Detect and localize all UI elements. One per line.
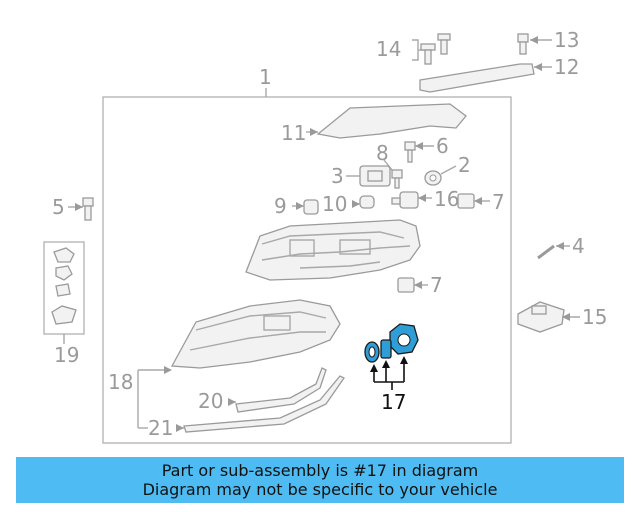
callout-19: 19 xyxy=(54,343,79,367)
callout-17-leaders xyxy=(370,356,408,390)
part-10-grommet xyxy=(352,195,375,209)
info-banner: Part or sub-assembly is #17 in diagram D… xyxy=(16,457,624,503)
callout-6: 6 xyxy=(436,134,449,158)
part-13-bolt xyxy=(517,33,552,55)
part-9-plug xyxy=(292,199,319,215)
callout-11: 11 xyxy=(281,121,306,145)
part-4-screw xyxy=(537,242,570,260)
callout-10: 10 xyxy=(322,192,347,216)
banner-line-2: Diagram may not be specific to your vehi… xyxy=(142,480,498,499)
callout-14: 14 xyxy=(376,37,401,61)
callout-13: 13 xyxy=(554,28,579,52)
callout-3: 3 xyxy=(331,164,344,188)
callout-17: 17 xyxy=(381,390,406,414)
part-15-module xyxy=(517,301,580,333)
parts-diagram: 1 14 13 12 11 6 8 3 xyxy=(43,28,607,444)
callout-7-upper: 7 xyxy=(492,190,505,214)
callout-18-leaders xyxy=(137,366,172,428)
part-16-socket xyxy=(391,191,432,209)
part-20-trim xyxy=(228,367,327,413)
part-11-trim xyxy=(306,103,467,139)
callout-12: 12 xyxy=(554,55,579,79)
part-7-connector-lower xyxy=(397,277,428,293)
callout-1: 1 xyxy=(259,65,272,89)
callout-5: 5 xyxy=(52,195,65,219)
callout-15: 15 xyxy=(582,305,607,329)
headlamp-assembly xyxy=(245,219,421,281)
part-19-kit xyxy=(43,241,85,344)
part-17-highlighted xyxy=(364,323,419,363)
assembly-frame xyxy=(102,96,512,444)
part-3-bracket xyxy=(346,165,391,187)
callout-20: 20 xyxy=(198,389,223,413)
callout-18: 18 xyxy=(108,370,133,394)
callout-8: 8 xyxy=(376,141,389,165)
callout-21: 21 xyxy=(148,416,173,440)
part-2-seal xyxy=(424,165,457,186)
part-5-bolt xyxy=(68,197,94,221)
part-21-trim xyxy=(138,375,345,433)
part-6-screw xyxy=(404,141,434,163)
callout-7-lower: 7 xyxy=(430,273,443,297)
callout-2: 2 xyxy=(458,153,471,177)
part-14-bolts xyxy=(412,33,451,65)
part-7-connector-upper xyxy=(457,193,490,209)
headlamp-housing-lower xyxy=(170,299,341,369)
callout-16: 16 xyxy=(434,187,459,211)
callout-9: 9 xyxy=(274,194,287,218)
banner-line-1: Part or sub-assembly is #17 in diagram xyxy=(161,461,479,480)
callout-4: 4 xyxy=(572,234,585,258)
part-12-bracket xyxy=(419,63,552,93)
part-8-screw xyxy=(383,159,403,189)
